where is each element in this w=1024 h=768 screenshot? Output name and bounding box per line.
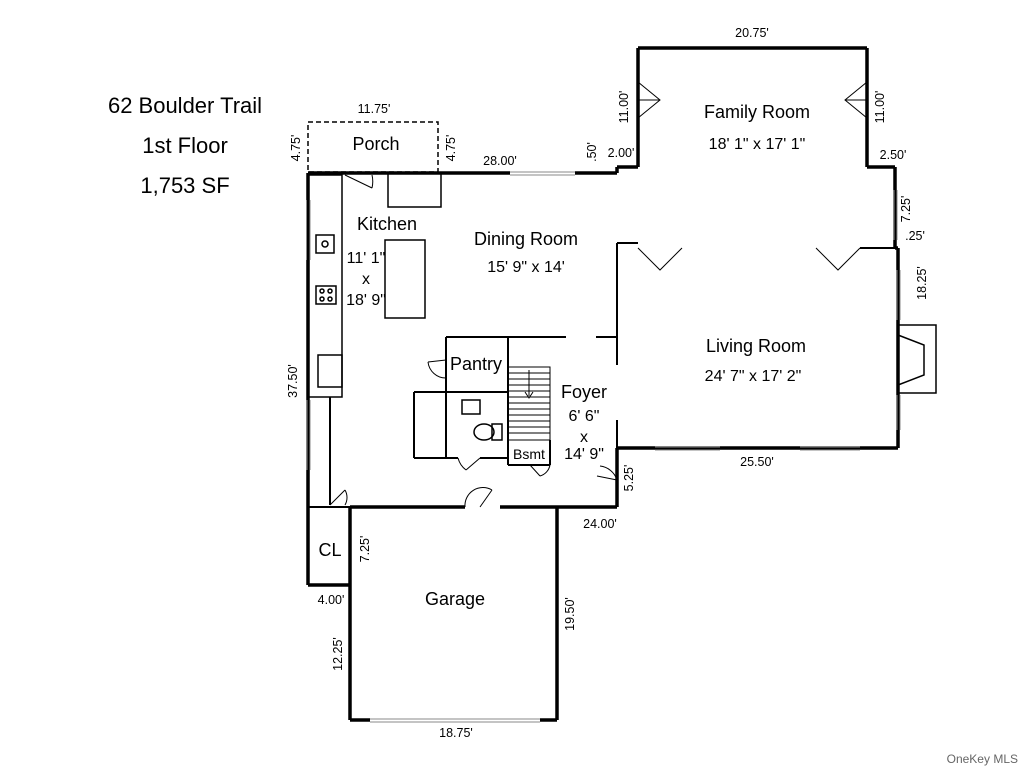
dim-porch-width: 11.75' <box>358 102 391 116</box>
porch-label: Porch <box>352 134 399 154</box>
dining-label: Dining Room <box>474 229 578 249</box>
foyer-dim-3: 14' 9" <box>564 446 604 463</box>
garage-label: Garage <box>425 589 485 609</box>
dim-family-right-jog: 2.50' <box>880 148 907 162</box>
dim-garage-bottom: 18.75' <box>439 726 473 740</box>
toilet-icon <box>473 423 495 441</box>
floor-label: 1st Floor <box>142 133 228 158</box>
stairs <box>507 366 551 441</box>
dim-east-jog: .25' <box>905 229 925 243</box>
kitchen-fixtures <box>315 172 937 441</box>
dim-living-bottom: 25.50' <box>740 455 774 469</box>
dim-porch-right: 4.75' <box>444 135 458 162</box>
dim-garage-right: 19.50' <box>563 597 577 631</box>
area-label: 1,753 SF <box>140 173 230 198</box>
doors <box>329 81 868 508</box>
dim-family-left-jog: 2.00' <box>608 146 635 160</box>
watermark: OneKey MLS <box>947 752 1018 766</box>
living-label: Living Room <box>706 336 806 356</box>
dim-jog-small: .50' <box>585 142 599 162</box>
fireplace-icon <box>897 324 937 394</box>
foyer-label: Foyer <box>561 382 607 402</box>
dim-west-wall: 37.50' <box>286 364 300 398</box>
dim-east-upper: 7.25' <box>899 196 913 223</box>
bsmt-label: Bsmt <box>513 446 545 462</box>
living-dims: 24' 7" x 17' 2" <box>705 368 802 385</box>
dim-south-wall: 24.00' <box>583 517 617 531</box>
foyer-dim-1: 6' 6" <box>569 408 600 425</box>
closet-label: CL <box>318 540 341 560</box>
family-label: Family Room <box>704 102 810 122</box>
dim-family-top: 20.75' <box>735 26 769 40</box>
property-address: 62 Boulder Trail <box>107 93 263 118</box>
family-dims: 18' 1" x 17' 1" <box>709 136 806 153</box>
bath-sink-icon <box>461 399 481 415</box>
dim-north-wall: 28.00' <box>483 154 517 168</box>
dim-family-left: 11.00' <box>617 91 631 124</box>
title-block: 62 Boulder Trail 1st Floor 1,753 SF <box>60 86 310 206</box>
sink-icon <box>315 234 335 254</box>
kitchen-dim-3: 18' 9" <box>346 292 386 309</box>
stove-icon <box>315 285 337 305</box>
pantry-label: Pantry <box>450 354 502 374</box>
dim-east-living: 18.25' <box>915 266 929 300</box>
dim-foyer-jog: 5.25' <box>622 465 636 492</box>
dim-family-right: 11.00' <box>873 91 887 124</box>
kitchen-dim-1: 11' 1" <box>347 250 386 267</box>
dim-closet-bottom: 4.00' <box>318 593 345 607</box>
kitchen-label: Kitchen <box>357 214 417 234</box>
dim-garage-left: 12.25' <box>331 637 345 671</box>
interior-walls <box>307 173 898 508</box>
foyer-dim-2: x <box>580 429 588 446</box>
kitchen-dim-2: x <box>362 271 370 288</box>
dining-dims: 15' 9" x 14' <box>487 259 565 276</box>
porch-outline <box>307 121 439 173</box>
dim-porch-left: 4.75' <box>289 135 303 162</box>
refrigerator-icon <box>317 354 343 388</box>
dim-closet-side: 7.25' <box>358 536 372 563</box>
